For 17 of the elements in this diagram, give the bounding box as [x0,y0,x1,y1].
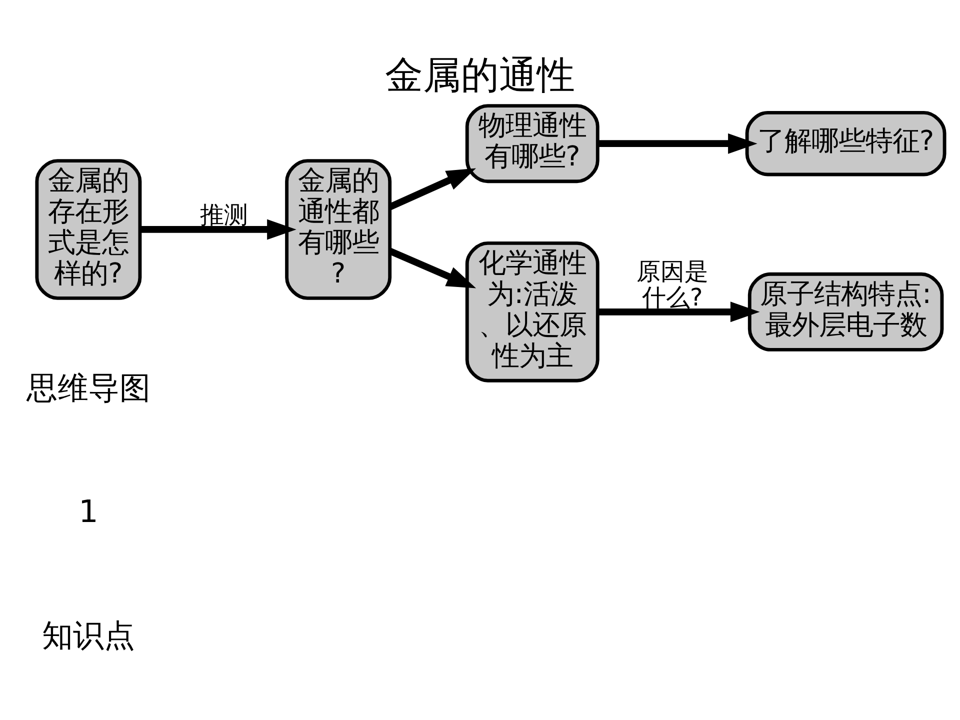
arrow [598,302,760,322]
label: 知识点 [42,618,135,654]
node-box: 化学通性为:活泼、以还原性为主 [465,242,600,382]
arrow [388,248,476,288]
node-box: 金属的存在形式是怎样的? [35,159,142,300]
node-box: 物理通性有哪些? [465,104,600,184]
node-box: 了解哪些特征? [745,110,946,176]
node-box: 金属的通性都有哪些? [285,159,392,300]
label: 1 [78,494,98,530]
label: 思维导图 [26,370,150,406]
edge-label: 推测 [200,200,248,229]
arrow [598,133,758,154]
arrow [388,168,476,210]
edge-label: 原因是什么? [636,258,708,312]
node-box: 原子结构特点:最外层电子数 [748,272,944,352]
arrow [140,219,296,240]
diagram-title: 金属的通性 [385,52,575,97]
